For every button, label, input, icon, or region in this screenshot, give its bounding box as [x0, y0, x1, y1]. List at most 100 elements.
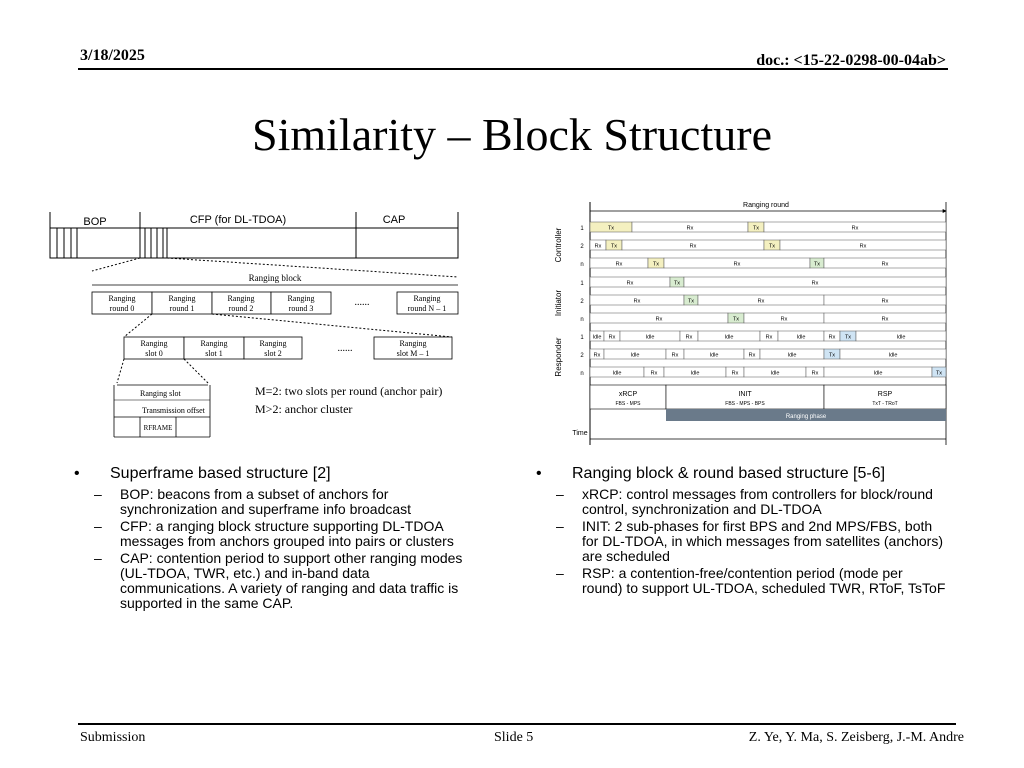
note-line-1: M=2: two slots per round (anchor pair) — [255, 384, 442, 398]
phase-init-label: INIT — [738, 391, 752, 398]
segment-label: Rx — [812, 371, 819, 377]
segment-label: Rx — [732, 371, 739, 377]
group-initiator-label: Initiator — [554, 290, 563, 317]
row-id: 2 — [580, 244, 584, 250]
segment-label: Rx — [882, 262, 889, 268]
segment-label: Rx — [594, 353, 601, 359]
segment-label: Rx — [829, 335, 836, 341]
segment-label: Idle — [613, 371, 622, 377]
superframe-diagram: BOP CFP (for DL-TDOA) CAP Ranging block … — [49, 212, 459, 438]
row-id: 1 — [580, 226, 584, 232]
segment-label: Tx — [674, 281, 680, 287]
ranging-phase-bar — [666, 409, 946, 421]
rx-segment — [683, 276, 947, 288]
cfp-label: CFP (for DL-TDOA) — [190, 214, 286, 226]
row-id: n — [580, 262, 583, 268]
segment-label: Idle — [897, 335, 906, 341]
ranging-phase-label: Ranging phase — [786, 414, 827, 420]
time-label: Time — [572, 430, 587, 437]
ranging-round-diagram: Ranging round Controller Initiator Respo… — [554, 202, 947, 445]
phase-rsp-label: RSP — [878, 391, 893, 398]
segment-label: Rx — [672, 353, 679, 359]
segment-label: Tx — [608, 226, 614, 232]
segment-label: Idle — [788, 353, 797, 359]
header-date: 3/18/2025 — [80, 47, 145, 64]
footer-submission: Submission — [80, 730, 146, 745]
left-sub-bullet-cfp: –CFP: a ranging block structure supporti… — [94, 518, 454, 549]
rounds-ellipsis: ...... — [355, 297, 370, 308]
transmission-offset-label: Transmission offset — [142, 406, 206, 415]
idle-segment — [855, 330, 947, 342]
right-sub-bullet-xrcp: –xRCP: control messages from controllers… — [556, 486, 933, 517]
row-id: 1 — [580, 281, 584, 287]
segment-label: Rx — [734, 262, 741, 268]
segment-label: Tx — [769, 244, 775, 250]
segment-label: Tx — [733, 317, 739, 323]
segment-label: Tx — [936, 371, 942, 377]
segment-label: Tx — [753, 226, 759, 232]
right-sub-bullet-rsp: –RSP: a contention-free/contention perio… — [556, 565, 946, 596]
slide-title: Similarity – Block Structure — [252, 109, 772, 160]
group-controller-label: Controller — [554, 227, 563, 262]
segment-label: Rx — [781, 317, 788, 323]
left-text-column: Superframe based structure [2] –BOP: bea… — [74, 465, 474, 613]
tx-segment — [931, 366, 947, 378]
row-id: 1 — [580, 335, 584, 341]
header-doc-id: doc.: <15-22-0298-00-04ab> — [756, 52, 946, 69]
left-sub-bullet-bop: –BOP: beacons from a subset of anchors f… — [94, 486, 412, 517]
segment-label: Idle — [797, 335, 806, 341]
segment-label: Rx — [656, 317, 663, 323]
phase-rsp-sub: TxT - TRoT — [872, 401, 897, 407]
row-id: n — [580, 371, 583, 377]
row-id: 2 — [580, 299, 584, 305]
segment-label: Idle — [725, 335, 734, 341]
segment-label: Tx — [829, 353, 835, 359]
segment-label: Tx — [688, 299, 694, 305]
segment-label: Rx — [627, 281, 634, 287]
right-main-bullet: Ranging block & round based structure [5… — [536, 465, 946, 483]
segment-label: Idle — [631, 353, 640, 359]
right-sub-bullet-init: –INIT: 2 sub-phases for first BPS and 2n… — [556, 518, 943, 564]
segment-label: Rx — [812, 281, 819, 287]
segment-label: Rx — [690, 244, 697, 250]
ranging-round-label: Ranging round — [743, 202, 789, 209]
segment-label: Idle — [646, 335, 655, 341]
rframe-label: RFRAME — [144, 424, 173, 432]
footer-slide-number: Slide 5 — [494, 730, 534, 745]
left-main-bullet: Superframe based structure [2] — [74, 465, 474, 483]
segment-label: Rx — [616, 262, 623, 268]
segment-label: Idle — [874, 371, 883, 377]
rx-segment — [823, 257, 947, 269]
segment-label: Rx — [758, 299, 765, 305]
ranging-block-label: Ranging block — [249, 273, 302, 283]
segment-label: Rx — [882, 317, 889, 323]
segment-label: Rx — [686, 335, 693, 341]
segment-label: Tx — [611, 244, 617, 250]
footer-rule — [78, 723, 956, 725]
rx-segment — [823, 294, 947, 306]
segment-label: Rx — [852, 226, 859, 232]
phase-init-sub: FBS - MPS - BPS — [725, 401, 765, 407]
right-text-column: Ranging block & round based structure [5… — [536, 465, 946, 598]
row-id: 2 — [580, 353, 584, 359]
phase-xrcp-label: xRCP — [619, 391, 638, 398]
header-rule — [78, 68, 948, 70]
segment-label: Idle — [593, 335, 602, 341]
left-sub-bullet-cap: –CAP: contention period to support other… — [94, 550, 463, 611]
cap-label: CAP — [383, 214, 406, 226]
segment-label: Tx — [653, 262, 659, 268]
segment-label: Idle — [889, 353, 898, 359]
ranging-slot-label: Ranging slot — [140, 389, 181, 398]
bop-label: BOP — [83, 216, 106, 228]
segment-label: Rx — [882, 299, 889, 305]
segment-label: Rx — [651, 371, 658, 377]
segment-label: Rx — [860, 244, 867, 250]
